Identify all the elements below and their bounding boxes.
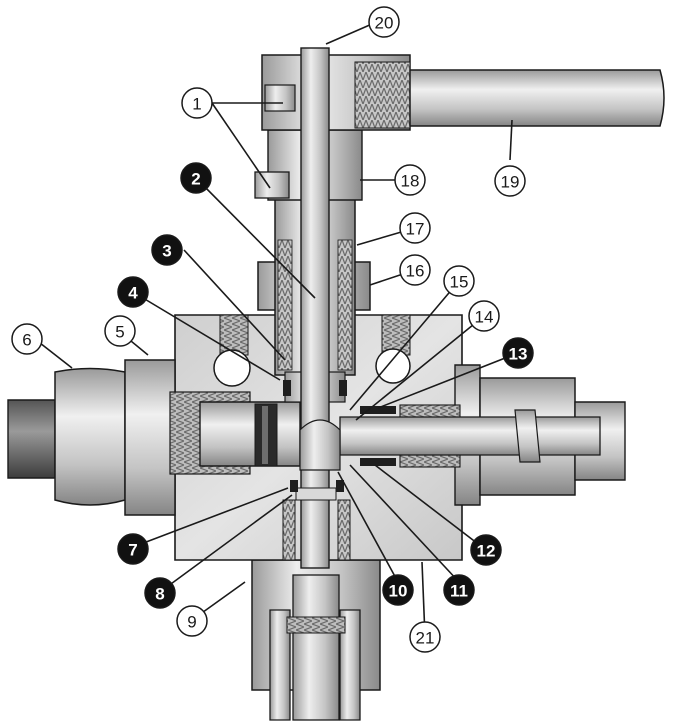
callout-21: 21 [409,621,441,653]
callout-label: 3 [162,242,171,261]
callout-4: 4 [117,276,149,308]
callout-circle [181,87,213,119]
callout-circle [502,337,534,369]
right-connector [339,364,626,506]
callout-7: 7 [117,533,149,565]
callout-circle [151,234,183,266]
callout-circle [180,162,212,194]
stem [290,47,344,569]
callout-circle [399,254,431,286]
callout-label: 5 [115,323,124,342]
callout-14: 14 [468,300,500,332]
callout-label: 2 [191,170,200,189]
callout-label: 20 [375,14,394,33]
callout-2: 2 [180,162,212,194]
callout-16: 16 [399,254,431,286]
callout-label: 12 [477,542,496,561]
callout-label: 8 [155,585,164,604]
callout-circle [176,605,208,637]
callout-circle [382,574,414,606]
callout-label: 18 [401,172,420,191]
callout-3: 3 [151,234,183,266]
callout-8: 8 [144,577,176,609]
bottom-outlet-body [251,559,381,721]
callout-20: 20 [368,6,400,38]
callout-label: 11 [450,582,468,601]
callout-circle [470,534,502,566]
handle [261,54,665,131]
callout-18: 18 [394,164,426,196]
callout-circle [144,577,176,609]
callout-label: 4 [128,284,138,303]
callout-circle [468,300,500,332]
callout-12: 12 [470,534,502,566]
callout-1: 1 [181,87,213,119]
callout-13: 13 [502,337,534,369]
callout-label: 9 [187,613,196,632]
callout-label: 6 [22,331,31,350]
callout-circle [494,165,526,197]
callout-19: 19 [494,165,526,197]
callout-11: 11 [443,574,475,606]
callout-10: 10 [382,574,414,606]
callout-circle [399,212,431,244]
callout-label: 21 [416,629,435,648]
callout-circle [117,276,149,308]
callout-label: 17 [406,220,425,239]
callout-label: 1 [192,95,201,114]
callout-circle [394,164,426,196]
callout-label: 10 [389,582,408,601]
callout-label: 13 [509,345,528,364]
callout-label: 14 [475,308,494,327]
callout-circle [104,315,136,347]
callout-6: 6 [11,323,43,355]
callout-label: 15 [450,273,469,292]
callout-label: 19 [501,173,520,192]
callout-circle [368,6,400,38]
callout-label: 7 [128,541,137,560]
callout-15: 15 [443,265,475,297]
callout-label: 16 [406,262,425,281]
callout-circle [117,533,149,565]
callout-circle [409,621,441,653]
callout-5: 5 [104,315,136,347]
callout-9: 9 [176,605,208,637]
leader-lines [39,23,519,638]
callout-circle [443,574,475,606]
callout-circle [443,265,475,297]
callout-17: 17 [399,212,431,244]
callout-circle [11,323,43,355]
